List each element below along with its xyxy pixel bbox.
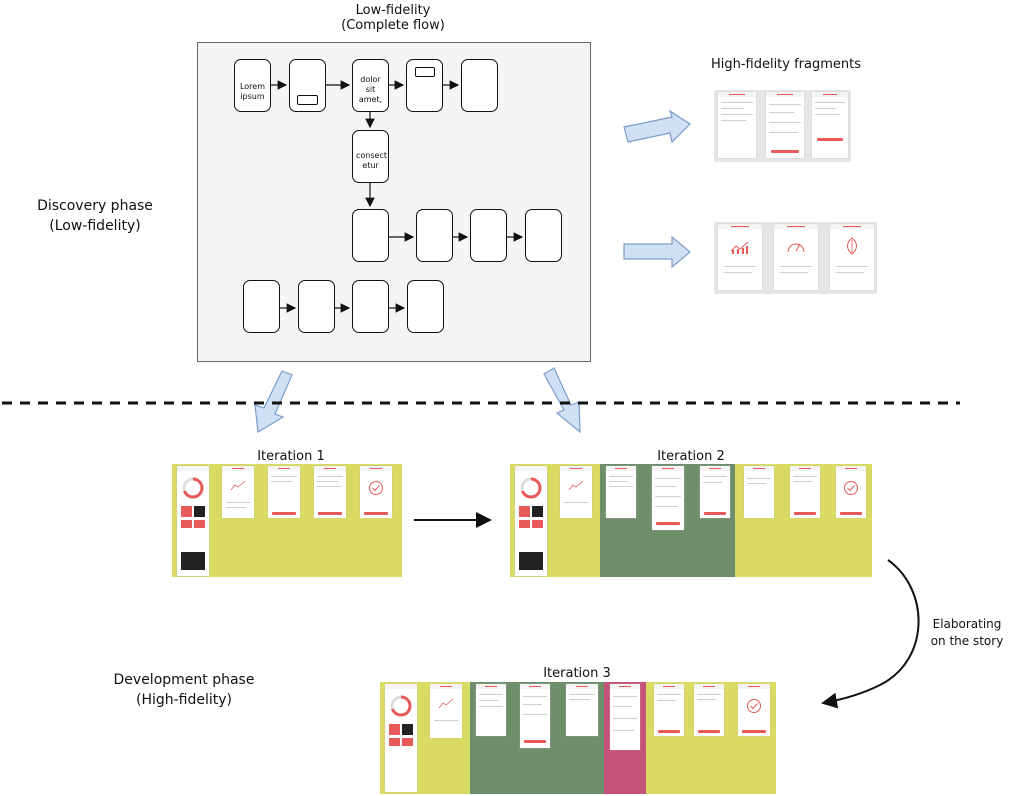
hifi-title: High-fidelity fragments (710, 57, 862, 72)
check-circle-icon (844, 481, 858, 495)
fragment-1-screen-1 (718, 92, 756, 158)
lofi-flow-panel: Lorem ipsum dolor sit amet, consect etur (197, 42, 591, 362)
lofi-node-dolor: dolor sit amet, (352, 59, 389, 112)
iter2-screen-4 (652, 466, 684, 530)
elaborating-label: Elaborating on the story (912, 616, 1022, 650)
iter3-dashboard-screen (385, 684, 417, 792)
iter2-screen-6 (744, 466, 774, 518)
iteration-2-board (510, 464, 872, 577)
iter3-screen-8 (694, 684, 724, 736)
iter3-screen-9 (738, 684, 770, 736)
iter2-screen-8 (836, 466, 866, 518)
check-circle-icon (747, 699, 761, 713)
iter2-screen-3 (606, 466, 636, 518)
iteration-2-title: Iteration 2 (657, 449, 725, 464)
elaborating-line1: Elaborating (932, 617, 1002, 631)
chart-growth-icon (230, 480, 246, 491)
hifi-fragment-2 (714, 222, 877, 294)
iter3-screen-4 (520, 684, 550, 748)
fragment-2-screen-2 (774, 224, 818, 290)
iter3-screen-6 (610, 684, 640, 750)
iter3-screen-2 (430, 684, 462, 738)
lofi-title-line2: (Complete flow) (341, 18, 445, 33)
check-circle-icon (369, 481, 383, 495)
discovery-phase-line1: Discovery phase (37, 198, 153, 214)
speedometer-icon (787, 243, 805, 253)
lofi-node-r2-1 (352, 209, 389, 262)
lofi-node-4-button (415, 67, 435, 77)
lofi-node-4 (406, 59, 443, 112)
iteration-1-board (172, 464, 402, 577)
iter3-screen-7 (654, 684, 684, 736)
chart-growth-icon (568, 480, 584, 491)
development-phase-line1: Development phase (113, 672, 255, 688)
blue-block-arrows (254, 109, 691, 434)
lofi-title: Low-fidelity (Complete flow) (318, 3, 468, 33)
chart-growth-icon (438, 698, 454, 709)
elaborating-line2: on the story (930, 634, 1004, 648)
fragment-2-screen-1 (718, 224, 762, 290)
iter1-screen-2 (222, 466, 254, 518)
fragment-1-screen-3 (812, 92, 848, 158)
block-arrow-to-iteration-2 (543, 367, 581, 434)
lofi-node-2-button (297, 95, 318, 105)
lofi-node-dolor-text: dolor sit amet, (358, 75, 383, 104)
iter3-screen-3 (476, 684, 506, 736)
lofi-node-lorem-text: Lorem ipsum (239, 82, 266, 101)
lofi-node-r3-4 (407, 280, 444, 333)
lofi-node-r2-4 (525, 209, 562, 262)
lofi-node-r2-2 (416, 209, 453, 262)
fragment-2-screen-3 (830, 224, 874, 290)
fragment-1-screen-2 (766, 92, 804, 158)
development-phase-line2: (High-fidelity) (135, 692, 233, 708)
leaf-icon (847, 237, 857, 255)
chart-growth-icon (730, 241, 749, 254)
iter2-dashboard-screen (515, 466, 547, 576)
lofi-node-r3-3 (352, 280, 389, 333)
lofi-title-line1: Low-fidelity (355, 3, 431, 18)
donut-chart-icon (182, 477, 204, 499)
lofi-node-r3-1 (243, 280, 280, 333)
lofi-node-r3-2 (298, 280, 335, 333)
iteration-1-title: Iteration 1 (257, 449, 325, 464)
lofi-node-r2-3 (470, 209, 507, 262)
hifi-fragment-1 (714, 90, 851, 162)
iter2-screen-2 (560, 466, 592, 518)
donut-chart-icon (390, 695, 412, 717)
iter3-screen-5 (566, 684, 598, 736)
arrow-iter2-to-iter3 (821, 559, 920, 709)
block-arrow-to-hifi-2 (623, 235, 691, 269)
block-arrow-to-hifi-1 (623, 109, 691, 144)
iter1-screen-5 (360, 466, 392, 518)
iter2-screen-7 (790, 466, 820, 518)
lofi-flow-arrows (270, 80, 524, 313)
donut-chart-icon (520, 477, 542, 499)
iteration-3-title: Iteration 3 (543, 666, 611, 681)
iter2-screen-5 (700, 466, 730, 518)
iter1-dashboard-screen (177, 466, 209, 576)
lofi-node-consect: consect etur (352, 130, 389, 183)
iteration-3-board (380, 682, 776, 794)
lofi-node-2 (289, 59, 326, 112)
lofi-node-consect-text: consect etur (356, 151, 387, 170)
iter1-screen-3 (268, 466, 300, 518)
discovery-phase-line2: (Low-fidelity) (49, 218, 141, 234)
development-phase-label: Development phase (High-fidelity) (104, 670, 264, 710)
lofi-node-5 (461, 59, 498, 112)
iter1-screen-4 (314, 466, 346, 518)
discovery-phase-label: Discovery phase (Low-fidelity) (20, 196, 170, 236)
